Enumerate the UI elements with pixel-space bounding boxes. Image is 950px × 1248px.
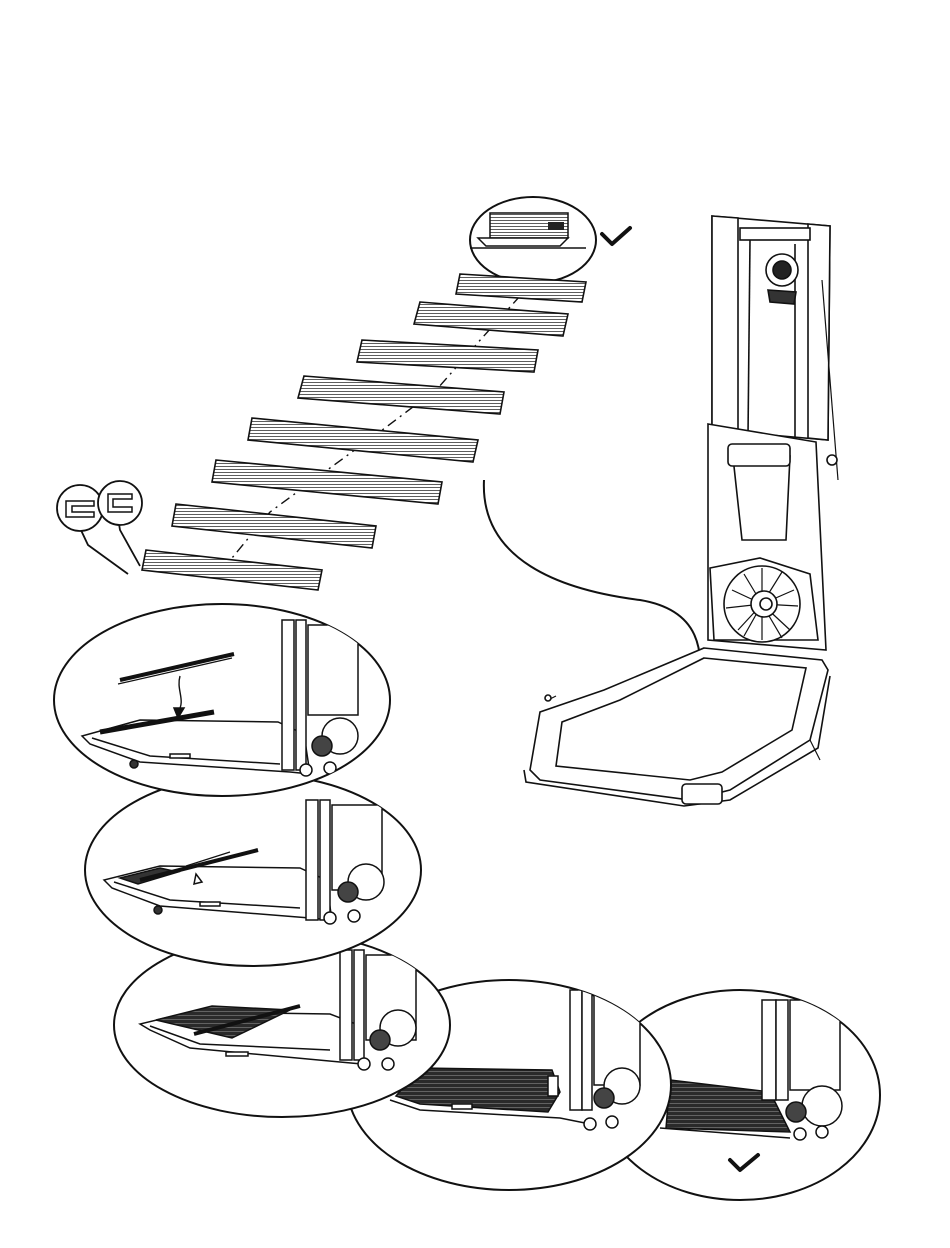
slat <box>248 418 478 462</box>
slat-detail-bubble <box>470 197 596 283</box>
slat-stack <box>142 274 586 590</box>
slat <box>172 504 376 548</box>
slat <box>456 274 586 302</box>
step-bubble-2 <box>85 774 421 966</box>
slat <box>414 302 568 336</box>
check-mark-icon <box>602 228 630 244</box>
slat <box>212 460 442 504</box>
step-bubble-1 <box>54 604 390 796</box>
profile-detail-callout-2 <box>98 481 142 566</box>
slat <box>142 550 322 590</box>
slat <box>357 340 538 372</box>
treadmill-machine <box>524 216 838 806</box>
slat <box>298 376 504 414</box>
